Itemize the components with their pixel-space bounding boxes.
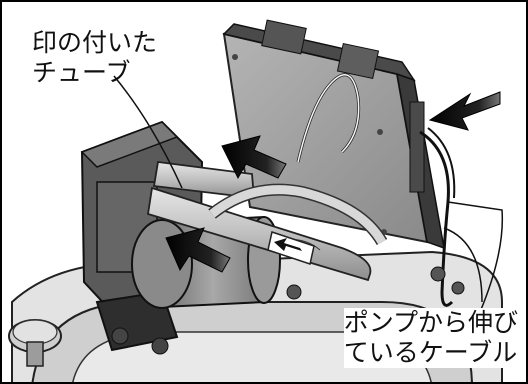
callout-cable-line2: ているケーブル bbox=[343, 338, 518, 367]
arrow-left-icon bbox=[428, 91, 501, 131]
pump-cable bbox=[419, 127, 456, 307]
tubes bbox=[146, 160, 388, 282]
tube-mark-arrow-icon bbox=[274, 238, 302, 251]
arrow-left-icon bbox=[221, 135, 287, 180]
callout-cable-label: ポンプから伸び ているケーブル bbox=[343, 308, 518, 368]
callout-tube-line1: 印の付いた bbox=[32, 28, 158, 57]
leader-lines bbox=[113, 75, 504, 313]
arrow-left-icon bbox=[165, 227, 231, 273]
callout-cable-line1: ポンプから伸び bbox=[343, 308, 518, 337]
screws bbox=[111, 266, 465, 355]
wires bbox=[296, 73, 361, 163]
knob bbox=[8, 319, 62, 367]
callout-tube-line2: チューブ bbox=[32, 58, 131, 87]
circuit-board bbox=[222, 19, 445, 250]
callout-tube-label: 印の付いた チューブ bbox=[32, 28, 157, 88]
